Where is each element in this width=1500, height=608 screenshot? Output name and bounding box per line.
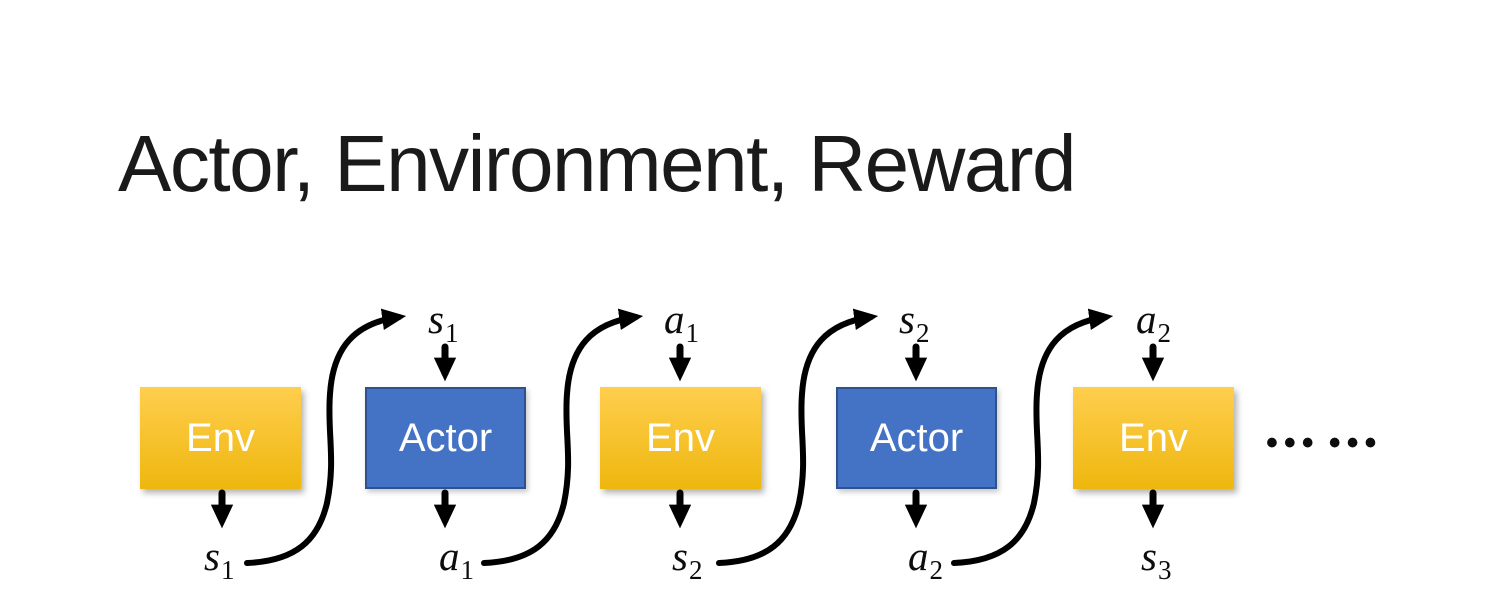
top-label-s1-base: s <box>428 296 444 342</box>
bottom-label-a2-base: a <box>908 533 929 579</box>
top-label-a2: a2 <box>1136 296 1171 347</box>
env-box-1: Env <box>140 387 301 489</box>
bottom-label-a1-sub: 1 <box>460 555 475 585</box>
actor-box-1-label: Actor <box>398 415 493 460</box>
ellipsis-dots-group-2: ••• <box>1328 424 1383 462</box>
bottom-label-s1-base: s <box>204 533 220 579</box>
env-box-3: Env <box>1073 387 1234 489</box>
top-label-a2-sub: 2 <box>1157 318 1172 348</box>
bottom-label-s3-sub: 3 <box>1157 555 1172 585</box>
top-label-a1-sub: 1 <box>685 318 700 348</box>
ellipsis-dots-group-1: ••• <box>1266 424 1320 462</box>
top-label-a1: a1 <box>664 296 699 347</box>
env-box-2: Env <box>600 387 761 489</box>
bottom-label-a1: a1 <box>439 533 474 584</box>
bottom-label-s2: s2 <box>672 533 702 584</box>
top-label-s2-base: s <box>899 296 915 342</box>
bottom-label-a2-sub: 2 <box>929 555 944 585</box>
bottom-label-a1-base: a <box>439 533 460 579</box>
page-title: Actor, Environment, Reward <box>118 119 1076 208</box>
bottom-label-s2-base: s <box>672 533 688 579</box>
top-label-a1-base: a <box>664 296 685 342</box>
bottom-label-s1: s1 <box>204 533 234 584</box>
env-box-2-label: Env <box>646 415 715 460</box>
top-label-s2-sub: 2 <box>915 318 930 348</box>
continuation-ellipsis: ••• ••• <box>1266 426 1382 460</box>
actor-box-1: Actor <box>365 387 526 489</box>
top-label-s1-sub: 1 <box>444 318 459 348</box>
top-label-a2-base: a <box>1136 296 1157 342</box>
top-label-s2: s2 <box>899 296 929 347</box>
bottom-label-a2: a2 <box>908 533 943 584</box>
top-label-s1: s1 <box>428 296 458 347</box>
env-box-3-label: Env <box>1119 415 1188 460</box>
env-box-1-label: Env <box>186 415 255 460</box>
bottom-label-s3: s3 <box>1141 533 1171 584</box>
bottom-label-s3-base: s <box>1141 533 1157 579</box>
bottom-label-s2-sub: 2 <box>688 555 703 585</box>
actor-box-2: Actor <box>836 387 997 489</box>
bottom-label-s1-sub: 1 <box>220 555 235 585</box>
actor-box-2-label: Actor <box>869 415 964 460</box>
